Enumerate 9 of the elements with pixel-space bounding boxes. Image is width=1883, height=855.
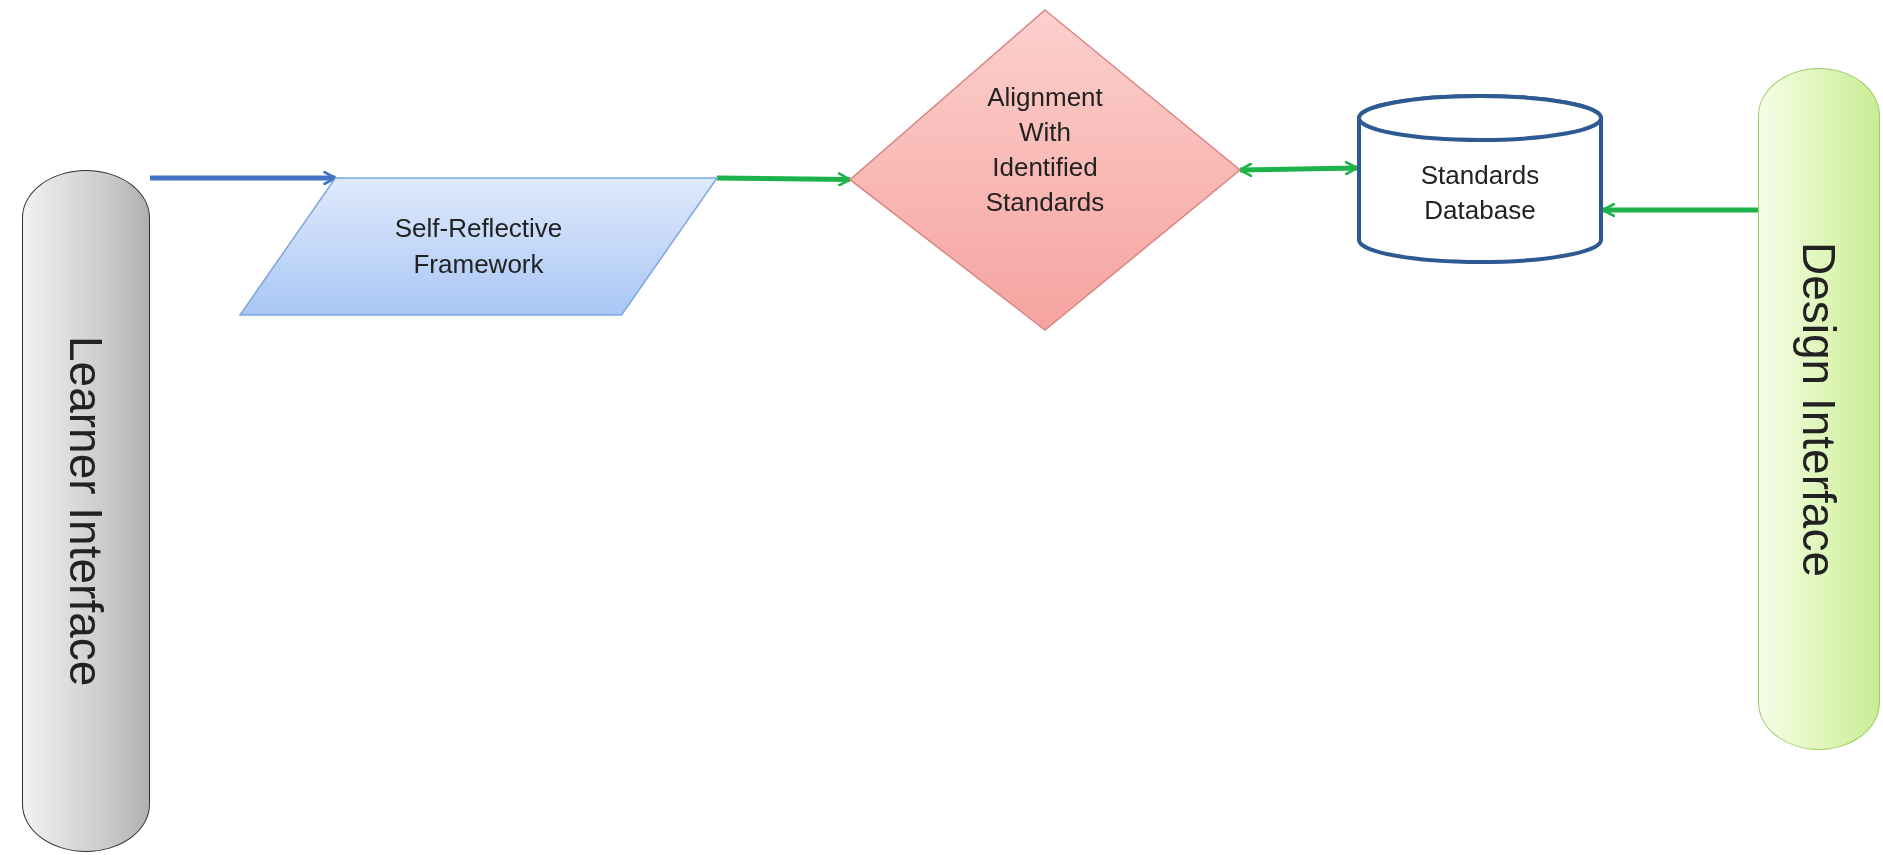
interface-label: Design Interface <box>1792 241 1846 577</box>
arrow <box>150 170 337 186</box>
node-label: Alignment With Identified Standards <box>984 80 1106 220</box>
node-label: Self-Reflective Framework <box>393 212 564 281</box>
arrow <box>1238 160 1359 178</box>
arrow <box>1601 202 1758 218</box>
interface-label: Learner Interface <box>59 335 113 687</box>
arrow <box>716 172 852 187</box>
node-label: Standards Database <box>1419 158 1541 227</box>
